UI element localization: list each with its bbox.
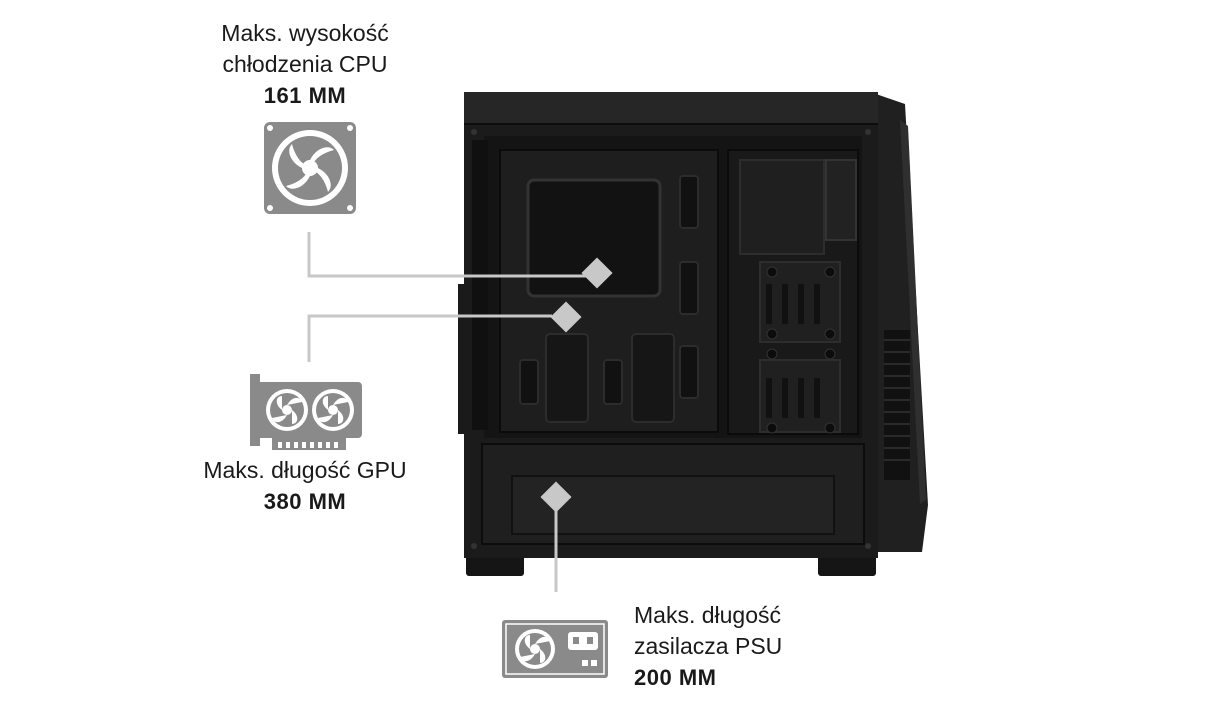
gpu-spec-label: Maks. długość GPU 380 MM [170,455,440,517]
gpu-marker [550,301,582,333]
gpu-spec-value: 380 MM [263,489,347,514]
cpu-spec-line2: chłodzenia CPU [222,51,388,77]
gpu-leader-line [307,314,552,362]
pc-case-image [458,92,928,576]
cpu-spec-value: 161 MM [263,83,347,108]
leader-lines [307,232,586,592]
cpu-fan-icon [264,122,356,214]
gpu-spec-line1: Maks. długość GPU [203,457,407,483]
psu-spec-line2: zasilacza PSU [634,633,783,659]
psu-marker [540,481,572,513]
cpu-spec-line1: Maks. wysokość [221,20,389,46]
psu-spec-line1: Maks. długość [634,602,782,628]
psu-spec-label: Maks. długość zasilacza PSU 200 MM [634,600,874,693]
cpu-marker [581,257,613,289]
cpu-leader-line [307,232,586,278]
gpu-card-icon [250,374,362,450]
cpu-spec-label: Maks. wysokość chłodzenia CPU 161 MM [180,18,430,111]
psu-spec-value: 200 MM [634,665,717,690]
psu-icon [502,620,608,678]
